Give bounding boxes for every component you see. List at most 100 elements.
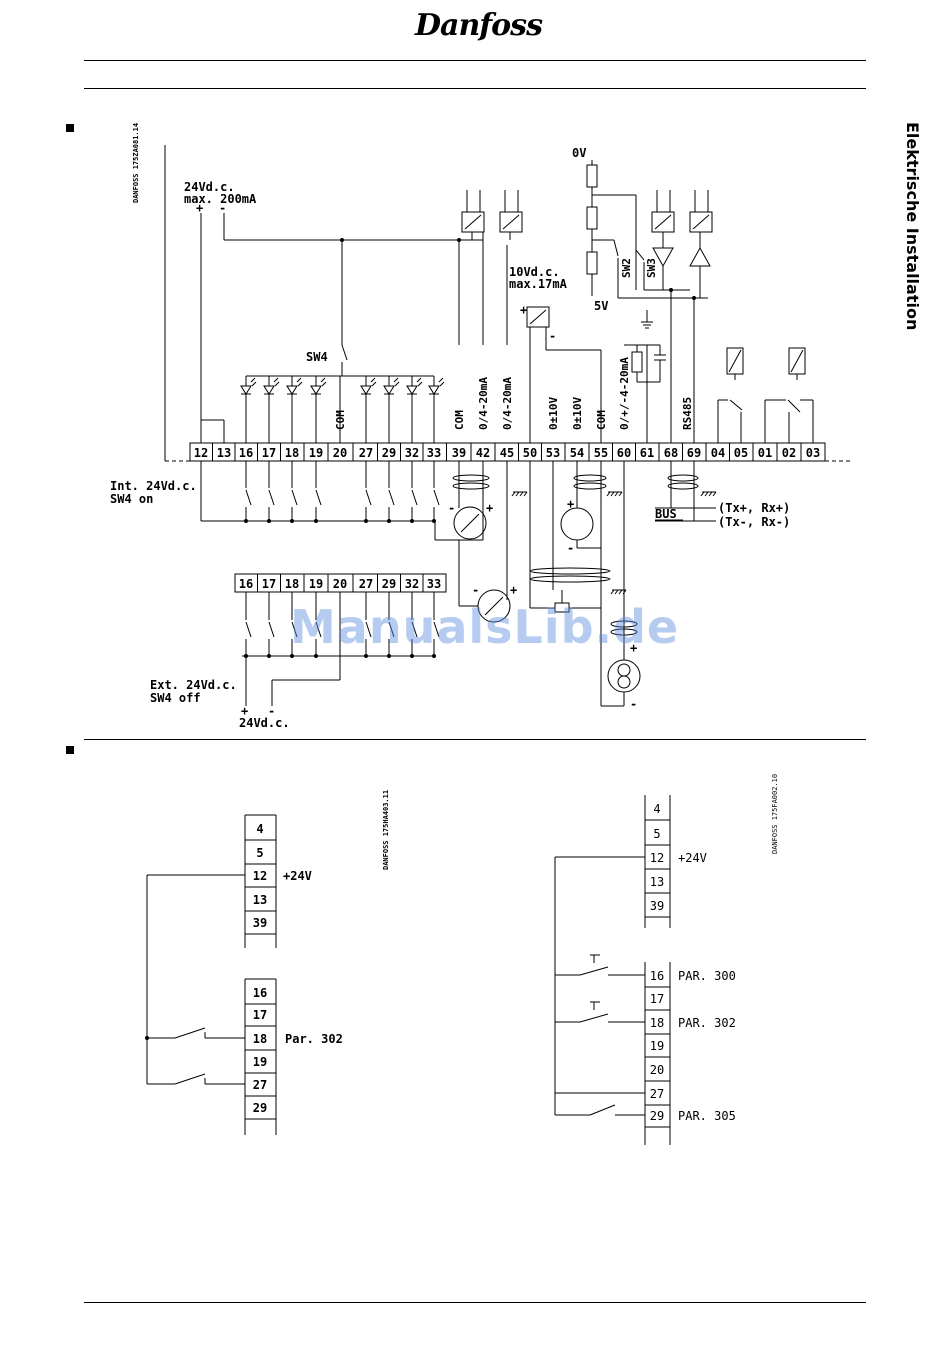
minus-sign: - <box>472 583 479 597</box>
int-supply-label: Int. 24Vd.c. <box>110 479 197 493</box>
input-switch-icon <box>411 621 418 638</box>
cable-shield <box>667 482 699 490</box>
resistor-icon <box>631 351 643 373</box>
meter-needle <box>484 596 504 616</box>
resistor-icon <box>586 251 598 275</box>
supply-label: 24Vd.c. <box>184 180 235 194</box>
isolation-box <box>654 214 672 230</box>
minus-sign: - <box>549 329 556 343</box>
vertical-label: 0/4-20mA <box>501 377 514 430</box>
terminal-label-17: 17 <box>650 992 664 1006</box>
junction-dot <box>267 519 271 523</box>
input-switch-icon <box>245 621 252 638</box>
junction-dot <box>692 296 696 300</box>
section-title: Elektrische Installation <box>903 122 922 331</box>
isolation-box <box>529 309 547 325</box>
vertical-label: COM <box>334 410 347 430</box>
watermark: ManualsLib.de <box>290 600 680 654</box>
junction-dot <box>290 519 294 523</box>
input-switch-icon <box>411 489 418 506</box>
chassis-ground-icon <box>618 589 623 595</box>
isolation-box <box>461 211 485 233</box>
ten-v-label: 10Vd.c. <box>509 265 560 279</box>
section-divider <box>84 739 866 740</box>
ext-supply-voltage: 24Vd.c. <box>239 716 290 730</box>
junction-dot <box>364 519 368 523</box>
input-switch-icon <box>365 621 372 638</box>
ext-terminal-label-16: 16 <box>239 577 253 591</box>
cable-shield <box>452 474 490 482</box>
cable-shield <box>573 482 607 490</box>
sw3-label: SW3 <box>645 258 658 278</box>
terminal-label-4: 4 <box>256 822 263 836</box>
wiring-diagram-par302: DANFOSS 175HA403.1145121339161718192729+… <box>145 790 390 1135</box>
plus-sign: + <box>486 501 493 515</box>
terminal-label-27: 27 <box>359 446 373 460</box>
chassis-ground-icon <box>515 491 520 497</box>
terminal-label-29: 29 <box>253 1101 267 1115</box>
terminal-label-33: 33 <box>427 446 441 460</box>
input-switch-icon <box>433 489 440 506</box>
terminal-label-18: 18 <box>285 446 299 460</box>
terminal-label-20: 20 <box>650 1063 664 1077</box>
chassis-ground-icon <box>614 491 619 497</box>
terminal-label-32: 32 <box>405 446 419 460</box>
chassis-ground-icon <box>700 491 705 497</box>
isolation-box <box>692 214 710 230</box>
terminal-label-5: 5 <box>653 827 660 841</box>
junction-dot <box>244 519 248 523</box>
terminal-label-50: 50 <box>523 446 537 460</box>
terminal-label-01: 01 <box>758 446 772 460</box>
resistor-icon <box>586 164 598 188</box>
diode-icon <box>394 381 400 387</box>
diode-icon <box>438 377 444 383</box>
terminal-label-04: 04 <box>711 446 725 460</box>
junction-dot <box>387 519 391 523</box>
terminal-label-5: 5 <box>256 846 263 860</box>
ext-terminal-label-17: 17 <box>262 577 276 591</box>
terminal-label-03: 03 <box>806 446 820 460</box>
diode-icon <box>417 381 423 387</box>
diode-icon <box>263 385 275 395</box>
vertical-label: 0/+/-4-20mA <box>618 357 631 430</box>
ext-terminal-label-29: 29 <box>382 577 396 591</box>
cable-shield <box>529 567 611 575</box>
section-bullet <box>66 124 74 132</box>
diode-icon <box>251 381 257 387</box>
diode-icon <box>383 385 395 395</box>
chassis-ground-icon <box>606 491 611 497</box>
diode-icon <box>370 377 376 383</box>
terminal-label-16: 16 <box>239 446 253 460</box>
driver-icon <box>652 247 674 268</box>
plus24-label: +24V <box>283 869 312 883</box>
five-v-label: 5V <box>594 299 608 313</box>
terminal-label-13: 13 <box>650 875 664 889</box>
minus-sign: - <box>219 201 226 215</box>
terminal-label-39: 39 <box>452 446 466 460</box>
minus-sign: - <box>630 697 637 711</box>
minus-sign: - <box>567 541 574 555</box>
danfoss-logo: Danfoss <box>415 8 543 43</box>
diode-icon <box>310 385 322 395</box>
cable-shield <box>529 575 611 583</box>
diagram-code: DANFOSS 175ZA081.14 <box>132 123 140 203</box>
diode-icon <box>428 385 440 395</box>
sw4-switch-icon <box>341 344 348 361</box>
diode-icon <box>360 385 372 395</box>
terminal-label-55: 55 <box>594 446 608 460</box>
input-switch-icon <box>268 489 275 506</box>
plus-sign: + <box>241 704 248 718</box>
sw2-switch-icon <box>613 239 619 257</box>
isolation-box <box>689 211 713 233</box>
input-switch-icon <box>388 621 395 638</box>
chassis-ground-icon <box>523 491 528 497</box>
input-switch-icon <box>245 489 252 506</box>
ext-supply-label: SW4 off <box>150 691 201 705</box>
input-switch-icon <box>291 489 298 506</box>
chassis-ground-icon <box>708 491 713 497</box>
ext-terminal-label-32: 32 <box>405 577 419 591</box>
terminal-label-02: 02 <box>782 446 796 460</box>
terminal-label-20: 20 <box>333 446 347 460</box>
terminal-label-4: 4 <box>653 802 660 816</box>
vertical-label: COM <box>453 410 466 430</box>
